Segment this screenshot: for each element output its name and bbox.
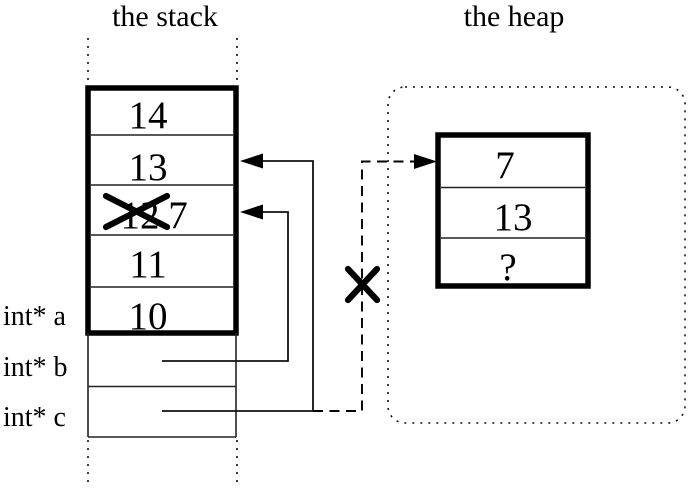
- heap-section: the heap 7 13 ?: [387, 0, 686, 424]
- pointer-c-arrowhead-icon: [240, 153, 263, 169]
- pointer-arrows: [162, 153, 437, 412]
- crossed-out-value-x-icon: [102, 192, 171, 231]
- heap-block-frame: [435, 132, 591, 289]
- stack-cell-value-4: 10: [129, 295, 168, 338]
- stack-pointer-cells: [87, 333, 237, 438]
- heap-title: the heap: [464, 0, 565, 33]
- label-int-a: int* a: [3, 301, 67, 332]
- stack-cell-value-1: 13: [129, 146, 168, 189]
- heap-cell-value-2: ?: [499, 246, 516, 289]
- stack-cell-value-2-new: 7: [168, 194, 188, 237]
- pointer-b-path: [162, 211, 289, 362]
- stack-frame: [85, 85, 239, 336]
- stack-section: the stack 14 13 12 7 11 10: [3, 0, 239, 487]
- label-int-b: int* b: [3, 352, 68, 383]
- label-int-c: int* c: [3, 402, 66, 433]
- heap-region-outline: [387, 86, 686, 424]
- dangling-pointer-arrowhead-icon: [414, 154, 437, 169]
- stack-cell-value-3: 11: [129, 243, 167, 286]
- pointer-b-arrowhead-icon: [240, 204, 263, 220]
- heap-cell-value-1: 13: [494, 196, 533, 239]
- stack-cell-value-0: 14: [129, 94, 168, 137]
- pointer-c-path: [162, 160, 314, 412]
- stack-title: the stack: [112, 0, 218, 33]
- heap-cell-value-0: 7: [495, 144, 515, 187]
- invalid-pointer-x-icon: [344, 265, 381, 304]
